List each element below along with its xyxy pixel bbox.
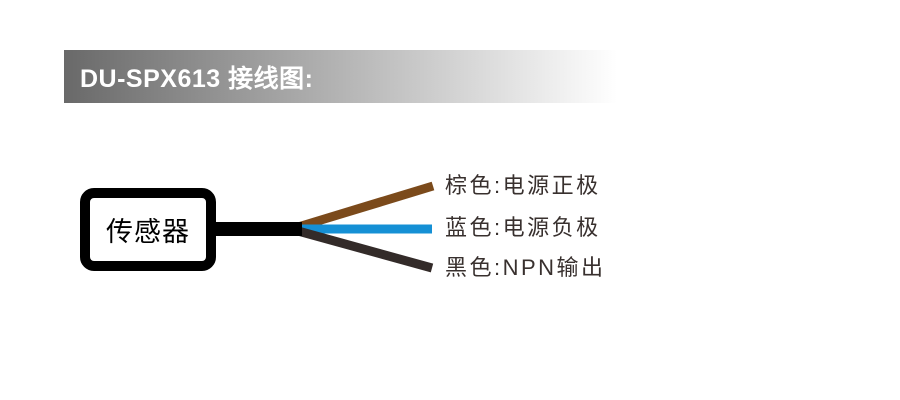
- cable: [210, 222, 302, 236]
- page-title: DU-SPX613 接线图:: [80, 64, 314, 93]
- wire-brown: [296, 181, 435, 232]
- wire-label-black: 黑色:NPN输出: [445, 255, 606, 280]
- wire-label-brown: 棕色:电源正极: [445, 173, 601, 198]
- wire-black: [296, 226, 434, 273]
- sensor-box: 传感器: [80, 188, 216, 271]
- title-bar: DU-SPX613 接线图:: [64, 50, 715, 103]
- wire-label-blue: 蓝色:电源负极: [445, 215, 601, 240]
- sensor-label: 传感器: [106, 217, 190, 247]
